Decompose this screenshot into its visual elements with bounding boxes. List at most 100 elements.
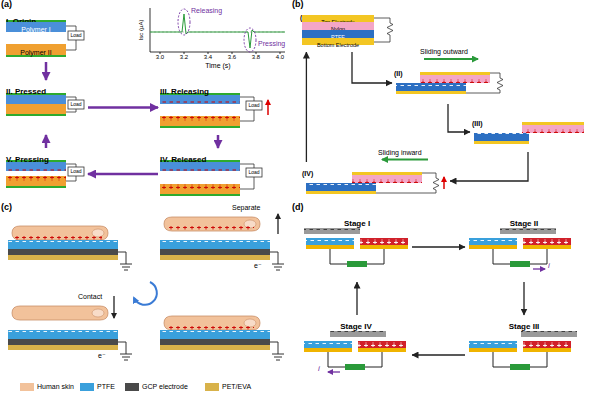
sliding-mode-panel-part: [474, 133, 529, 136]
axis-tick: 4.0: [276, 54, 284, 61]
stage-title: Stage I: [344, 220, 370, 229]
stage-group: Stage I: [302, 212, 412, 282]
contact-separation-panel-part: [68, 100, 84, 109]
contact-separation-panel-part: [246, 168, 262, 177]
stage-group: (III): [470, 112, 586, 152]
legend-swatch: [20, 383, 34, 391]
legend-item: PET/EVA: [205, 383, 251, 391]
contact-separation-panel-part: [6, 104, 66, 114]
sliding-mode-panel-part: [352, 175, 422, 183]
skin-contact-panel-part: [8, 240, 132, 270]
motion-label: Sliding outward: [420, 48, 468, 56]
load-label: Load: [70, 33, 81, 39]
contact-separation-panel-part: [160, 100, 240, 104]
cycle-arrow: [45, 62, 48, 80]
contact-separation-panel-part: [160, 95, 240, 104]
sliding-mode-panel-part: [376, 173, 439, 193]
stage-title: (III): [472, 120, 483, 128]
contact-separation-panel-part: [160, 126, 240, 128]
cycle-arrow: [306, 52, 307, 162]
stage-group: V. Pressing: [4, 148, 88, 200]
current-plot-part: [244, 28, 256, 52]
freestanding-mode-panel-part: [330, 331, 386, 334]
electron-label: e⁻: [98, 352, 106, 360]
stage-title: IV. Released: [160, 156, 206, 165]
current-plot-part: [178, 9, 190, 35]
freestanding-mode-panel-part: [328, 371, 340, 372]
skin-contact-panel-part: [166, 326, 254, 330]
skin-contact-panel-part: [8, 330, 118, 333]
freestanding-mode-panel-part: [533, 268, 545, 269]
legend-item: PTFE: [80, 383, 115, 391]
stage-group: III. Releasing: [158, 80, 278, 135]
contact-separation-panel-part: [160, 184, 240, 189]
axis-tick: 3.4: [204, 54, 212, 61]
stage-group: II. Pressed: [4, 80, 88, 135]
legend-item: Human skin: [20, 383, 74, 391]
stage-title: Stage IV: [340, 323, 372, 332]
cycle-arrow: [88, 173, 158, 176]
material-layer: Nylon: [302, 22, 374, 30]
cycle-arrow: [356, 282, 357, 315]
sliding-mode-panel-part: [396, 91, 466, 94]
sliding-mode-panel-part: [474, 133, 529, 141]
sliding-mode-panel-part: [424, 58, 478, 60]
legend-swatch: [80, 383, 94, 391]
contact-separation-panel-part: [6, 114, 66, 116]
legend-text: PET/EVA: [222, 383, 251, 391]
cycle-arrow: [412, 246, 465, 247]
axis-tick: 3.0: [156, 54, 164, 61]
load-label: Load: [70, 169, 81, 175]
stage-title: Stage II: [510, 220, 538, 229]
skin-contact-panel-part: [134, 282, 157, 305]
legend-swatch: [125, 383, 139, 391]
panel-letter: (d): [292, 203, 304, 213]
sliding-mode-panel-part: [352, 172, 422, 175]
sliding-mode-panel-part: [396, 83, 466, 91]
panel-letter: (a): [1, 0, 12, 10]
sliding-mode-panel-part: [466, 73, 503, 93]
sliding-mode-panel-part: [420, 72, 490, 75]
peak-label: Pressing: [258, 40, 285, 48]
material-layer: Polymer I: [6, 22, 66, 32]
skin-contact-panel-part: [164, 217, 260, 231]
skin-contact-panel-part: [8, 330, 132, 360]
contact-separation-panel-part: [160, 167, 240, 171]
sliding-mode-panel-part: [474, 141, 529, 144]
legend-item: GCP electrode: [125, 383, 188, 391]
cycle-arrow: [412, 354, 465, 355]
layer-label: Polymer I: [21, 25, 51, 35]
sliding-mode-panel-part: [443, 177, 445, 189]
skin-contact-panel-part: [164, 316, 260, 330]
freestanding-mode-panel: [304, 228, 577, 372]
load-label: Load: [248, 170, 259, 176]
freestanding-mode-panel-part: [521, 331, 577, 334]
contact-separation-panel-part: [6, 176, 66, 181]
sliding-mode-panel-part: [306, 183, 376, 186]
contact-separation-panel-part: [6, 176, 66, 186]
freestanding-mode-panel-part: [521, 331, 577, 337]
skin-contact-panel-part: [160, 330, 284, 360]
axis-tick: 3.8: [252, 54, 260, 61]
stage-group: (II): [392, 62, 504, 104]
stage-group: Stage IV: [300, 315, 412, 395]
contact-separation-panel-part: [6, 186, 66, 188]
cycle-arrow: [352, 52, 392, 83]
motion-label: Contact: [78, 293, 102, 301]
axis-tick: 3.6: [228, 54, 236, 61]
sliding-mode-panel-part: [352, 179, 422, 183]
peak-label: Releasing: [191, 7, 222, 15]
stage-title: III. Releasing: [160, 88, 209, 97]
sliding-mode-panel-part: [420, 75, 490, 83]
cycle-arrow: [448, 104, 470, 132]
stage-title: (II): [394, 70, 403, 78]
contact-separation-panel-part: [160, 194, 240, 196]
stage-group: (IV): [300, 162, 450, 200]
legend-text: Human skin: [37, 383, 74, 391]
freestanding-mode-panel-part: [306, 238, 408, 267]
contact-separation-panel-part: [68, 167, 84, 176]
cycle-arrow: [217, 135, 220, 148]
contact-separation-panel-part: [160, 116, 240, 126]
